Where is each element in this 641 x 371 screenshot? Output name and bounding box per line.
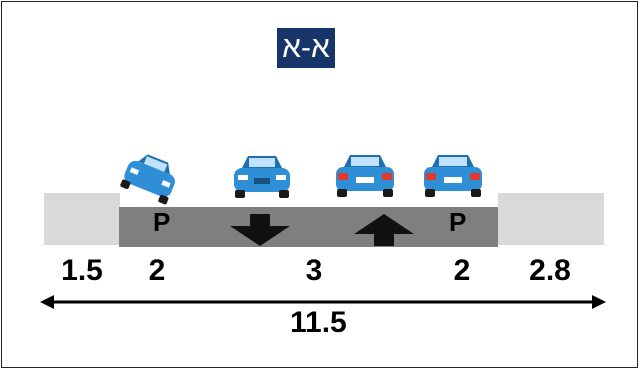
arrow-down-icon [230, 214, 290, 246]
dimension-label: 2 [453, 254, 471, 287]
left-sidewalk [44, 193, 120, 245]
arrow-up-icon [354, 214, 414, 246]
dimension-label: 1.5 [61, 254, 103, 287]
car-icon [234, 156, 290, 198]
car-icon [120, 154, 175, 205]
parking-marker-left: P [153, 207, 171, 237]
double-arrow-icon [40, 295, 606, 309]
road-surface [119, 207, 498, 247]
dimension-label: 2.8 [529, 254, 571, 287]
parking-marker-right: P [449, 207, 467, 237]
section-title: א-א [277, 28, 335, 68]
dimension-label: 3 [305, 254, 323, 287]
total-width-label: 11.5 [290, 306, 347, 339]
car-icon [424, 155, 482, 197]
dimension-label: 2 [148, 254, 166, 287]
car-icon [336, 155, 394, 197]
right-sidewalk [498, 193, 604, 245]
